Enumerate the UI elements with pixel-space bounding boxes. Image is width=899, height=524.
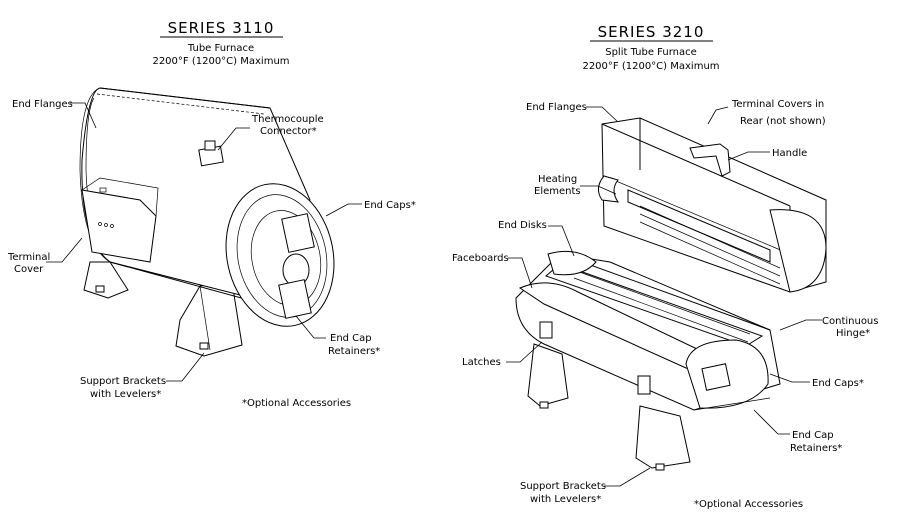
label-hinge-2: Hinge* bbox=[836, 328, 870, 339]
leader-heating bbox=[580, 185, 617, 195]
body-seam-line bbox=[96, 93, 265, 115]
right-title: SERIES 3210 bbox=[598, 23, 705, 41]
label-end-cap-ret-right-2: Retainers* bbox=[790, 443, 842, 454]
label-end-caps-left: End Caps* bbox=[364, 200, 416, 211]
label-support-right-1: Support Brackets bbox=[520, 481, 606, 492]
left-rating: 2200°F (1200°C) Maximum bbox=[152, 56, 289, 67]
leader-handle bbox=[727, 151, 770, 161]
leader-end-caps-left bbox=[325, 203, 362, 217]
upper-end-cap bbox=[769, 209, 827, 293]
label-heating-1: Heating bbox=[538, 174, 577, 185]
left-title: SERIES 3110 bbox=[168, 19, 275, 37]
tube-furnace-drawing bbox=[79, 87, 335, 357]
label-end-cap-ret-left-2: Retainers* bbox=[328, 346, 380, 357]
label-end-flanges-left: End Flanges bbox=[12, 99, 73, 110]
series-3210-group: SERIES 3210 Split Tube Furnace 2200°F (1… bbox=[452, 23, 878, 510]
leader-end-cap-retainers-left bbox=[295, 315, 326, 339]
label-thermocouple-2: Connector* bbox=[260, 126, 317, 137]
left-subtitle: Tube Furnace bbox=[187, 43, 254, 54]
leveler-front bbox=[199, 342, 209, 350]
label-terminal-2: Cover bbox=[14, 264, 44, 275]
label-hinge-1: Continuous bbox=[822, 316, 878, 327]
label-optional-left: *Optional Accessories bbox=[242, 398, 351, 409]
label-support-left-2: with Levelers* bbox=[90, 389, 161, 400]
leader-support-right bbox=[604, 467, 651, 487]
leader-hinge bbox=[779, 319, 822, 331]
label-end-cap-ret-left-1: End Cap bbox=[330, 333, 372, 344]
upper-end-flange bbox=[598, 175, 620, 203]
end-disk-right bbox=[547, 250, 597, 276]
body-bottom-edge bbox=[109, 261, 257, 303]
split-tube-furnace-drawing bbox=[515, 117, 827, 471]
leader-latches bbox=[506, 341, 543, 363]
label-faceboards: Faceboards bbox=[452, 253, 509, 264]
leveler-rear bbox=[95, 285, 105, 293]
right-rating: 2200°F (1200°C) Maximum bbox=[582, 61, 719, 72]
label-support-right-2: with Levelers* bbox=[530, 494, 601, 505]
handle bbox=[689, 143, 731, 177]
leader-terminal-cover bbox=[46, 237, 83, 263]
label-heating-2: Elements bbox=[534, 186, 581, 197]
label-thermocouple-1: Thermocouple bbox=[251, 114, 324, 125]
end-cap-retainer-top bbox=[281, 213, 315, 253]
leveler-right-rear bbox=[539, 401, 549, 409]
terminal-cover-top bbox=[81, 177, 159, 217]
label-optional-right: *Optional Accessories bbox=[694, 499, 803, 510]
label-end-flanges-right: End Flanges bbox=[526, 102, 587, 113]
label-end-caps-right: End Caps* bbox=[812, 378, 864, 389]
lower-hinge-edge bbox=[559, 253, 771, 331]
upper-heating-element-lines bbox=[639, 205, 781, 285]
leader-end-flanges-left bbox=[70, 102, 97, 129]
leader-end-flanges-right bbox=[586, 106, 619, 123]
end-cap-retainer-right bbox=[701, 363, 731, 391]
label-terminal-covers-1: Terminal Covers in bbox=[731, 99, 824, 110]
label-latches: Latches bbox=[462, 357, 501, 368]
label-end-disks: End Disks bbox=[498, 220, 547, 231]
leader-support-left bbox=[166, 352, 205, 382]
leader-thermocouple bbox=[217, 127, 250, 151]
terminal-cover bbox=[81, 189, 157, 263]
upper-heating-element-bar bbox=[627, 189, 771, 263]
label-support-left-1: Support Brackets bbox=[80, 376, 166, 387]
end-cap-retainer-bottom bbox=[278, 279, 312, 319]
leader-end-disks bbox=[548, 225, 575, 257]
leader-faceboards bbox=[508, 257, 533, 289]
label-terminal-covers-2: Rear (not shown) bbox=[740, 116, 826, 127]
leveler-right-front bbox=[655, 463, 665, 471]
terminal-screw-2 bbox=[104, 223, 108, 227]
base-line bbox=[693, 397, 771, 411]
right-rear-bracket bbox=[527, 343, 569, 407]
series-3110-group: SERIES 3110 Tube Furnace 2200°F (1200°C)… bbox=[7, 19, 416, 409]
latch-1 bbox=[539, 321, 553, 339]
terminal-screw-1 bbox=[98, 222, 102, 226]
terminal-screw-3 bbox=[110, 224, 114, 228]
right-subtitle: Split Tube Furnace bbox=[605, 47, 697, 58]
right-front-bracket bbox=[635, 405, 691, 469]
bracket-edge bbox=[199, 285, 211, 351]
label-handle: Handle bbox=[772, 148, 807, 159]
leader-end-caps-right bbox=[769, 373, 810, 383]
thermocouple-plug bbox=[204, 140, 216, 151]
body-top-edge bbox=[99, 87, 271, 109]
lower-heating-lines bbox=[573, 269, 751, 343]
label-end-cap-ret-right-1: End Cap bbox=[792, 430, 834, 441]
leader-terminal-covers bbox=[707, 106, 729, 125]
upper-mid-edge bbox=[603, 175, 791, 255]
label-terminal-1: Terminal bbox=[7, 252, 50, 263]
leader-end-cap-retainers-right bbox=[753, 409, 790, 435]
upper-top-edge bbox=[601, 123, 791, 207]
left-rear-bracket bbox=[83, 261, 129, 299]
terminal-tab bbox=[99, 187, 107, 193]
latch-2 bbox=[637, 375, 651, 395]
